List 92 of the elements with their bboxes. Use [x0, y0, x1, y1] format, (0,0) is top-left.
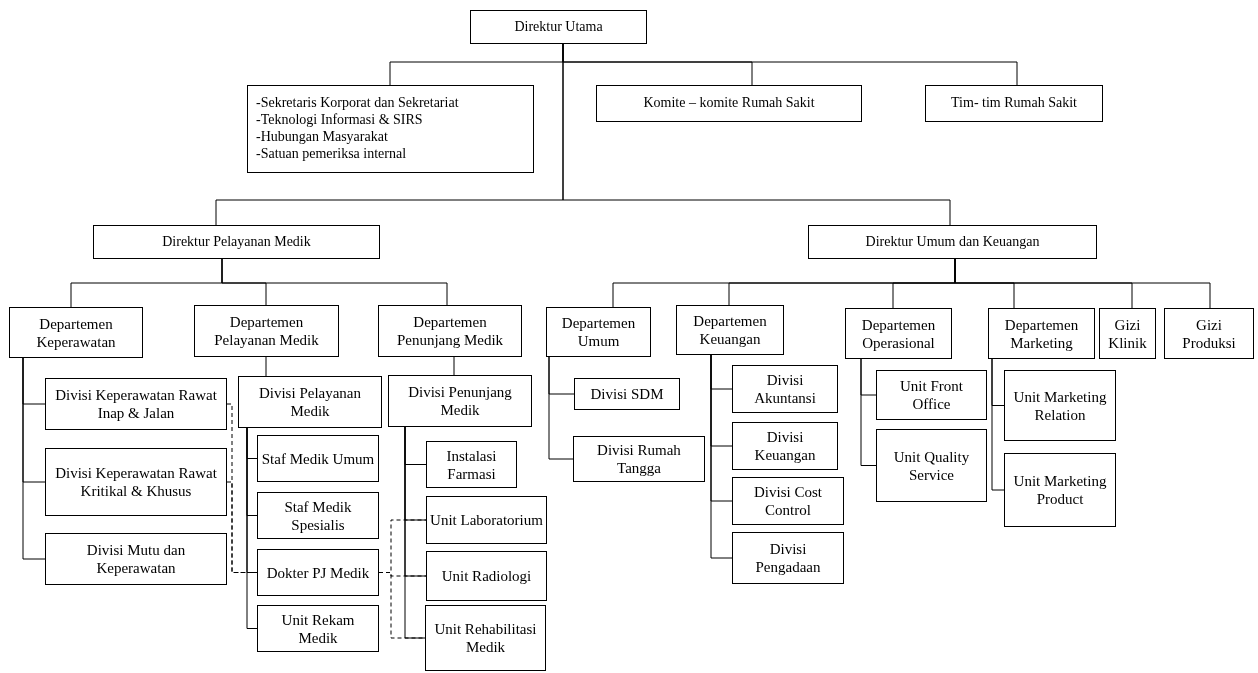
box-title: Divisi SDM	[590, 385, 664, 403]
org-box	[194, 305, 339, 357]
box-title: Divisi Cost Control	[753, 483, 823, 519]
box-title: Divisi Akuntansi	[753, 371, 817, 407]
dashed-connector	[226, 481, 258, 573]
connector-line	[548, 356, 574, 460]
box-title: Instalasi Farmasi	[445, 446, 498, 483]
connector-line	[246, 427, 258, 629]
org-box	[988, 308, 1095, 359]
connector-line	[860, 358, 877, 466]
box-title: Departemen Marketing	[1003, 315, 1080, 352]
box-title: Divisi Keperawatan Rawat Kritikal & Khusus	[54, 464, 218, 500]
org-box	[732, 422, 838, 470]
box-title: Unit Laboratorium	[430, 511, 543, 529]
box-title: Departemen Pelayanan Medik	[213, 313, 320, 349]
org-box	[257, 435, 379, 482]
org-box	[876, 370, 987, 420]
org-box	[257, 605, 379, 652]
box-title: Direktur Pelayanan Medik	[162, 233, 311, 251]
connector-line	[562, 43, 951, 226]
box-title: Unit Marketing Relation	[1012, 387, 1108, 424]
box-title: Divisi Pengadaan	[754, 540, 822, 576]
org-box	[425, 605, 546, 671]
list-item: -Teknologi Informasi & SIRS	[256, 112, 423, 129]
box-title: Tim- tim Rumah Sakit	[951, 95, 1077, 112]
box-title: Divisi Mutu dan Keperawatan	[85, 541, 187, 577]
org-box	[1004, 370, 1116, 441]
box-title: Departemen Penunjang Medik	[395, 313, 505, 349]
org-box	[9, 307, 143, 358]
org-box	[1099, 308, 1156, 359]
box-title: Divisi Pelayanan Medik	[257, 384, 363, 420]
org-box	[925, 85, 1103, 122]
org-box	[676, 305, 784, 355]
box-title: Divisi Keperawatan Rawat Inap & Jalan	[54, 386, 218, 422]
box-title: Unit Front Office	[899, 377, 964, 413]
connector-line	[453, 356, 455, 376]
org-box	[45, 533, 227, 585]
box-title: Staf Medik Umum	[261, 449, 375, 468]
box-title: Departemen Operasional	[860, 315, 937, 352]
org-box	[596, 85, 862, 122]
org-box	[388, 375, 532, 427]
box-title: Direktur Umum dan Keuangan	[865, 233, 1040, 251]
org-box	[378, 305, 522, 357]
box-title: Gizi Klinik	[1107, 315, 1148, 352]
org-box	[257, 549, 379, 596]
org-box	[426, 496, 547, 544]
org-box	[574, 378, 680, 410]
org-box	[247, 85, 534, 173]
org-box	[1164, 308, 1254, 359]
org-box	[732, 477, 844, 525]
box-title: Staf Medik Spesialis	[283, 497, 353, 534]
org-box	[732, 365, 838, 413]
box-title: Unit Quality Service	[892, 447, 971, 484]
org-box	[238, 376, 382, 428]
connector-line	[22, 357, 46, 560]
org-box	[426, 441, 517, 488]
org-box	[1004, 453, 1116, 527]
org-box	[93, 225, 380, 259]
org-box	[808, 225, 1097, 259]
connector-line	[265, 356, 267, 377]
box-title: Departemen Keperawatan	[35, 314, 117, 351]
box-title: Unit Radiologi	[441, 567, 532, 585]
connector-line	[710, 354, 733, 559]
org-box	[732, 532, 844, 584]
org-box	[45, 448, 227, 516]
list-item: -Sekretaris Korporat dan Sekretariat	[256, 95, 459, 113]
box-title: Gizi Produksi	[1181, 315, 1237, 352]
list-item: -Hubungan Masyarakat	[256, 129, 388, 146]
box-title: Divisi Rumah Tangga	[596, 441, 682, 477]
list-item: -Satuan pemeriksa internal	[256, 145, 407, 163]
org-box	[573, 436, 705, 482]
box-title: Departemen Keuangan	[692, 312, 768, 348]
connector-line	[991, 358, 1005, 491]
box-title: Unit Rekam Medik	[280, 610, 356, 647]
org-box	[45, 378, 227, 430]
org-box	[257, 492, 379, 539]
box-title: Komite – komite Rumah Sakit	[643, 95, 815, 112]
box-title: Unit Marketing Product	[1012, 472, 1108, 508]
connector-line	[404, 426, 426, 639]
box-title: Unit Rehabilitasi Medik	[433, 620, 538, 656]
connector-line	[221, 258, 448, 306]
connector-line	[954, 258, 1211, 309]
org-box	[470, 10, 647, 44]
box-title: Divisi Penunjang Medik	[407, 383, 513, 419]
org-box	[546, 307, 651, 357]
box-title: Dokter PJ Medik	[266, 563, 370, 582]
box-title: Departemen Umum	[560, 314, 637, 350]
org-box	[845, 308, 952, 359]
box-title: Divisi Keuangan	[753, 428, 817, 464]
org-box	[426, 551, 547, 601]
org-box	[876, 429, 987, 502]
box-title: Direktur Utama	[514, 18, 603, 36]
